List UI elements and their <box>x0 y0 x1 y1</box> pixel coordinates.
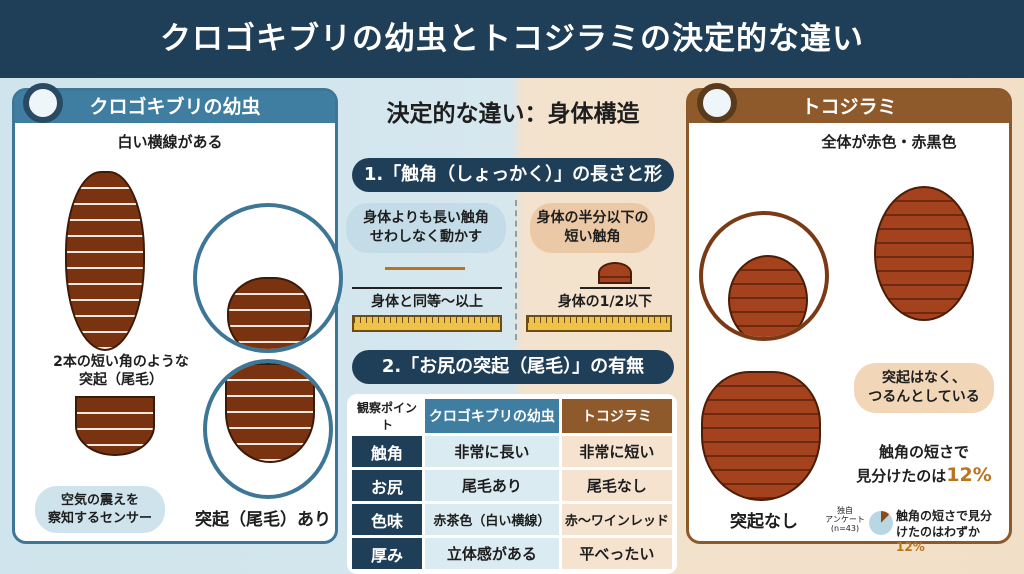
cell: 非常に短い <box>561 436 672 467</box>
table-header: クロゴキブリの幼虫 <box>425 399 559 433</box>
bedbug-illustration <box>874 186 974 321</box>
motion-arrow <box>385 267 465 270</box>
length-arrow-left <box>352 287 502 289</box>
table-row: 色味赤茶色（白い横線）赤〜ワインレッド <box>352 504 672 535</box>
cell: 赤〜ワインレッド <box>561 504 672 535</box>
antenna-zoom-circle <box>193 203 343 353</box>
cockroach-panel: クロゴキブリの幼虫 白い横線がある 2本の短い角のような 突起（尾毛） 空気の震… <box>12 83 343 544</box>
survey-pie-chart <box>869 511 893 535</box>
section2-heading: 2.「お尻の突起（尾毛）」の有無 <box>352 350 674 384</box>
table-row: お尻尾毛あり尾毛なし <box>352 470 672 501</box>
short-antenna-bubble: 身体の半分以下の 短い触角 <box>530 203 655 253</box>
cerci-label: 2本の短い角のような 突起（尾毛） <box>53 354 189 389</box>
cockroach-abdomen-illustration <box>75 396 155 456</box>
table-row: 厚み立体感がある平べったい <box>352 538 672 569</box>
table-header: トコジラミ <box>561 399 672 433</box>
table-row: 触角非常に長い非常に短い <box>352 436 672 467</box>
red-color-label: 全体が赤色・赤黒色 <box>821 133 957 151</box>
ruler-right <box>526 315 672 332</box>
survey-label: 独自 アンケート (n=43) <box>825 506 865 533</box>
cell: 平べったい <box>561 538 672 569</box>
ruler-left <box>352 315 502 332</box>
cockroach-panel-header: クロゴキブリの幼虫 <box>15 91 335 123</box>
bedbug-abdomen-illustration <box>701 371 821 501</box>
white-stripes-label: 白い横線がある <box>117 133 223 151</box>
row-label: お尻 <box>352 470 422 501</box>
row-label: 厚み <box>352 538 422 569</box>
sensor-note: 空気の震えを 察知するセンサー <box>35 486 165 534</box>
measure-left-label: 身体と同等〜以上 <box>371 294 483 310</box>
cell: 尾毛あり <box>425 470 559 501</box>
cell: 尾毛なし <box>561 470 672 501</box>
bedbug-head-zoom-circle <box>699 211 829 341</box>
row-label: 触角 <box>352 436 422 467</box>
no-cerci-caption: 突起なし <box>730 512 798 532</box>
stat-text: 触角の短さで 見分けたのは12% <box>856 443 992 486</box>
page-title: クロゴキブリの幼虫とトコジラミの決定的な違い <box>0 0 1024 78</box>
no-cerci-bubble: 突起はなく、 つるんとしている <box>854 363 994 413</box>
comparison-table: 観察ポイント クロゴキブリの幼虫 トコジラミ 触角非常に長い非常に短い お尻尾毛… <box>347 394 677 574</box>
long-antenna-bubble: 身体よりも長い触角 せわしなく動かす <box>346 203 506 253</box>
center-title: 決定的な違い：身体構造 <box>386 101 640 127</box>
section1-heading: 1.「触角（しょっかく）」の長さと形 <box>352 158 674 192</box>
magnifier-icon <box>23 83 63 123</box>
cell: 赤茶色（白い横線） <box>425 504 559 535</box>
measure-right-label: 身体の1/2以下 <box>557 294 653 310</box>
table-header: 観察ポイント <box>352 399 422 433</box>
magnifier-icon <box>697 83 737 123</box>
divider <box>515 200 517 340</box>
length-arrow-right <box>580 287 650 289</box>
cell: 立体感がある <box>425 538 559 569</box>
cockroach-nymph-illustration <box>65 171 145 351</box>
bedbug-panel: トコジラミ 全体が赤色・赤黒色 突起はなく、 つるんとしている 突起なし 触角の… <box>686 83 1012 554</box>
survey-text: 触角の短さで見分 けたのはわずか12% <box>896 509 993 555</box>
row-label: 色味 <box>352 504 422 535</box>
bedbug-panel-header: トコジラミ <box>689 91 1009 123</box>
bedbug-head-illustration <box>598 262 632 284</box>
table-header-row: 観察ポイント クロゴキブリの幼虫 トコジラミ <box>352 399 672 433</box>
cerci-present-caption: 突起（尾毛）あり <box>195 510 331 530</box>
cerci-zoom-circle <box>203 359 333 499</box>
stat-value: 12% <box>946 463 992 486</box>
cell: 非常に長い <box>425 436 559 467</box>
